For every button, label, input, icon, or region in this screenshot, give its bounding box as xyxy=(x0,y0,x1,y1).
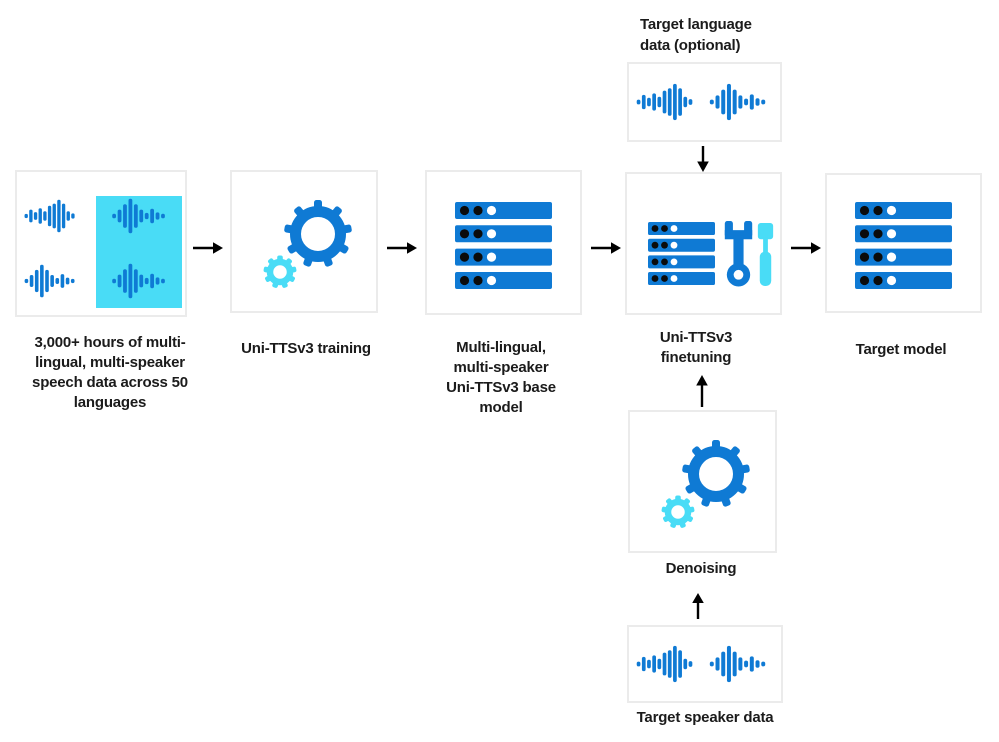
target-language-data-title: Target language data (optional) xyxy=(640,16,752,54)
waveform-icon xyxy=(24,263,76,299)
server-stack-icon xyxy=(855,202,952,289)
waveform-icon xyxy=(111,197,167,235)
base-model-caption: Multi-lingual, multi-speaker Uni-TTSv3 b… xyxy=(446,339,556,416)
waveform-icon xyxy=(709,82,767,122)
target-speaker-data-caption: Target speaker data xyxy=(636,709,774,726)
waveform-icon xyxy=(111,262,167,300)
server-stack-icon xyxy=(455,202,552,289)
arrow-right-icon xyxy=(387,242,417,254)
base-model-box xyxy=(425,170,582,315)
training-caption: Uni-TTSv3 training xyxy=(241,340,371,357)
highlight-rectangle xyxy=(96,196,182,308)
wrench-icon xyxy=(724,221,753,288)
server-stack-icon xyxy=(648,222,715,285)
gears-icon xyxy=(256,198,356,298)
target-model-caption: Target model xyxy=(855,341,947,358)
arrow-right-icon xyxy=(591,242,621,254)
target-model-box xyxy=(825,173,982,313)
arrow-right-icon xyxy=(791,242,821,254)
denoising-caption: Denoising xyxy=(665,560,737,577)
arrow-down-icon xyxy=(697,146,709,172)
waveform-icon xyxy=(636,644,694,684)
denoising-box xyxy=(628,410,777,553)
waveform-icon xyxy=(709,644,767,684)
training-box xyxy=(230,170,378,313)
arrow-up-icon xyxy=(696,375,708,407)
screwdriver-icon xyxy=(755,221,776,288)
arrow-right-icon xyxy=(193,242,223,254)
arrow-up-icon xyxy=(692,593,704,619)
waveform-icon xyxy=(636,82,694,122)
speech-data-caption: 3,000+ hours of multi- lingual, multi-sp… xyxy=(32,334,188,411)
waveform-icon xyxy=(24,198,76,234)
finetuning-caption: Uni-TTSv3 finetuning xyxy=(659,329,733,366)
gears-icon xyxy=(654,438,754,538)
